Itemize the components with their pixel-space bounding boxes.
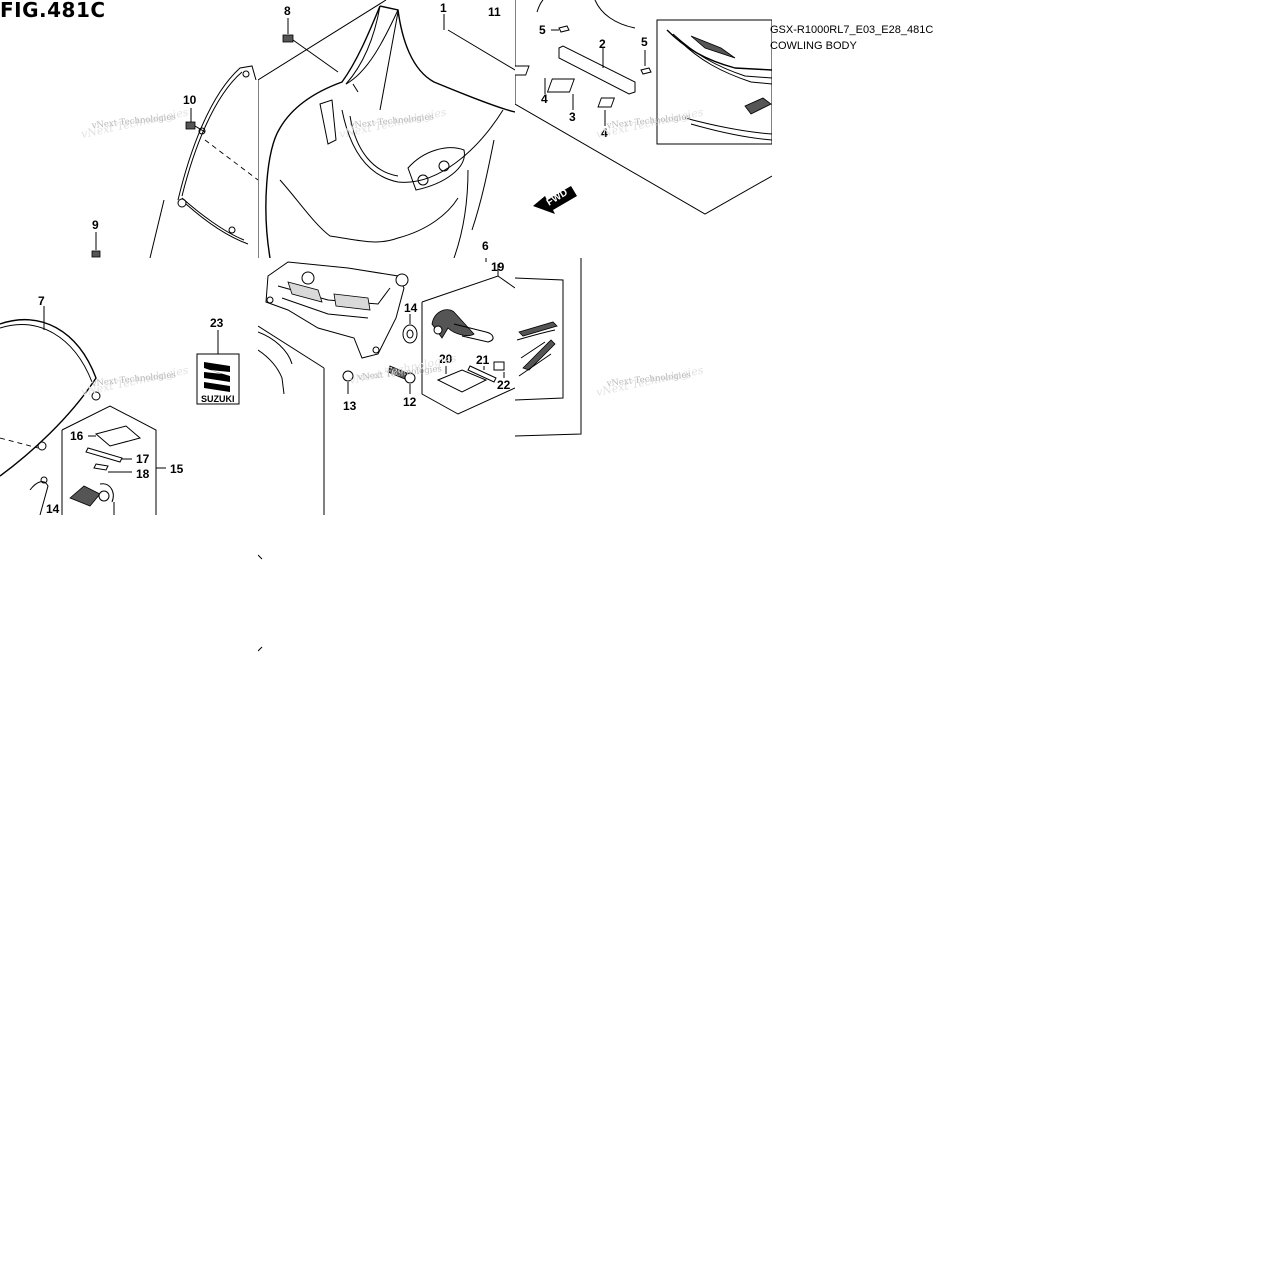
callout-9: 9 bbox=[92, 218, 99, 232]
callout-6: 6 bbox=[482, 239, 489, 253]
callout-4-left: 4 bbox=[541, 92, 548, 106]
callout-11-holder: 11 bbox=[488, 5, 501, 19]
callout-19: 19 bbox=[491, 260, 505, 274]
windscreen-kit-drawing: SUZUKI 7 23 16 17 18 15 14 vNext Technol… bbox=[0, 294, 240, 515]
callout-3: 3 bbox=[569, 110, 576, 124]
upper-cowling-drawing: 8 1 vNext Technologies vNext Technologie… bbox=[258, 0, 515, 258]
callout-12: 12 bbox=[403, 395, 417, 409]
section-name: COWLING BODY bbox=[770, 40, 857, 52]
callout-14-left: 14 bbox=[46, 502, 60, 515]
tile-cowl-strips: FWD 5 2 5 4 3 4 vNext Technologies vNext… bbox=[515, 0, 772, 258]
callout-2: 2 bbox=[599, 37, 606, 51]
callout-6-holder: 6 bbox=[482, 239, 489, 253]
tile-upper-cowling: 8 1 vNext Technologies vNext Technologie… bbox=[258, 0, 515, 258]
cowling-bracket-drawing: 14 13 12 19 20 21 22 vNext Technologies … bbox=[258, 258, 515, 515]
model-code: GSX-R1000RL7_E03_E28_481C bbox=[770, 24, 934, 36]
figure-title: FIG.481C bbox=[0, 0, 106, 22]
callout-10: 10 bbox=[183, 93, 197, 107]
callout-21: 21 bbox=[476, 353, 490, 367]
callout-8: 8 bbox=[284, 4, 291, 18]
fwd-arrow-icon: FWD bbox=[533, 186, 577, 214]
screw-icon bbox=[282, 34, 294, 43]
callout-4-right: 4 bbox=[601, 126, 608, 140]
callout-15: 15 bbox=[170, 462, 184, 476]
side-cowl-drawing: vNext Technologies vNext Technologies bbox=[515, 258, 705, 437]
callout-22: 22 bbox=[497, 378, 511, 392]
callout-17: 17 bbox=[136, 452, 150, 466]
tile-windscreen-fasteners: FIG.481C 10 9 vNext Technologies vNext T… bbox=[0, 0, 258, 258]
callout-7: 7 bbox=[38, 294, 45, 308]
callout-5-left: 5 bbox=[539, 23, 546, 37]
grommet-icon bbox=[91, 250, 101, 258]
diagram-code-block: GSX-R1000RL7_E03_E28_481C COWLING BODY bbox=[770, 22, 933, 54]
suzuki-decal-label: SUZUKI bbox=[201, 394, 235, 404]
callout-13: 13 bbox=[343, 399, 357, 413]
tile-side-cowl: vNext Technologies vNext Technologies bbox=[515, 258, 772, 515]
callout-11: 11 bbox=[488, 5, 501, 19]
callout-23: 23 bbox=[210, 316, 224, 330]
callout-16: 16 bbox=[70, 429, 84, 443]
windscreen-fastener-drawing: 10 9 vNext Technologies vNext Technologi… bbox=[80, 65, 258, 258]
callout-1: 1 bbox=[440, 1, 447, 15]
cowl-strips-drawing: FWD 5 2 5 4 3 4 vNext Technologies vNext… bbox=[515, 0, 772, 215]
screw-icon bbox=[185, 121, 196, 130]
tile-lower-fragment bbox=[258, 515, 515, 655]
tile-windscreen-kit: SUZUKI 7 23 16 17 18 15 14 vNext Technol… bbox=[0, 258, 258, 515]
tile-cowling-bracket: 14 13 12 19 20 21 22 vNext Technologies … bbox=[258, 258, 515, 515]
callout-14-right: 14 bbox=[404, 301, 418, 315]
callout-20: 20 bbox=[439, 352, 453, 366]
lower-fragment-drawing bbox=[258, 554, 263, 652]
callout-5-right: 5 bbox=[641, 35, 648, 49]
callout-18: 18 bbox=[136, 467, 150, 481]
